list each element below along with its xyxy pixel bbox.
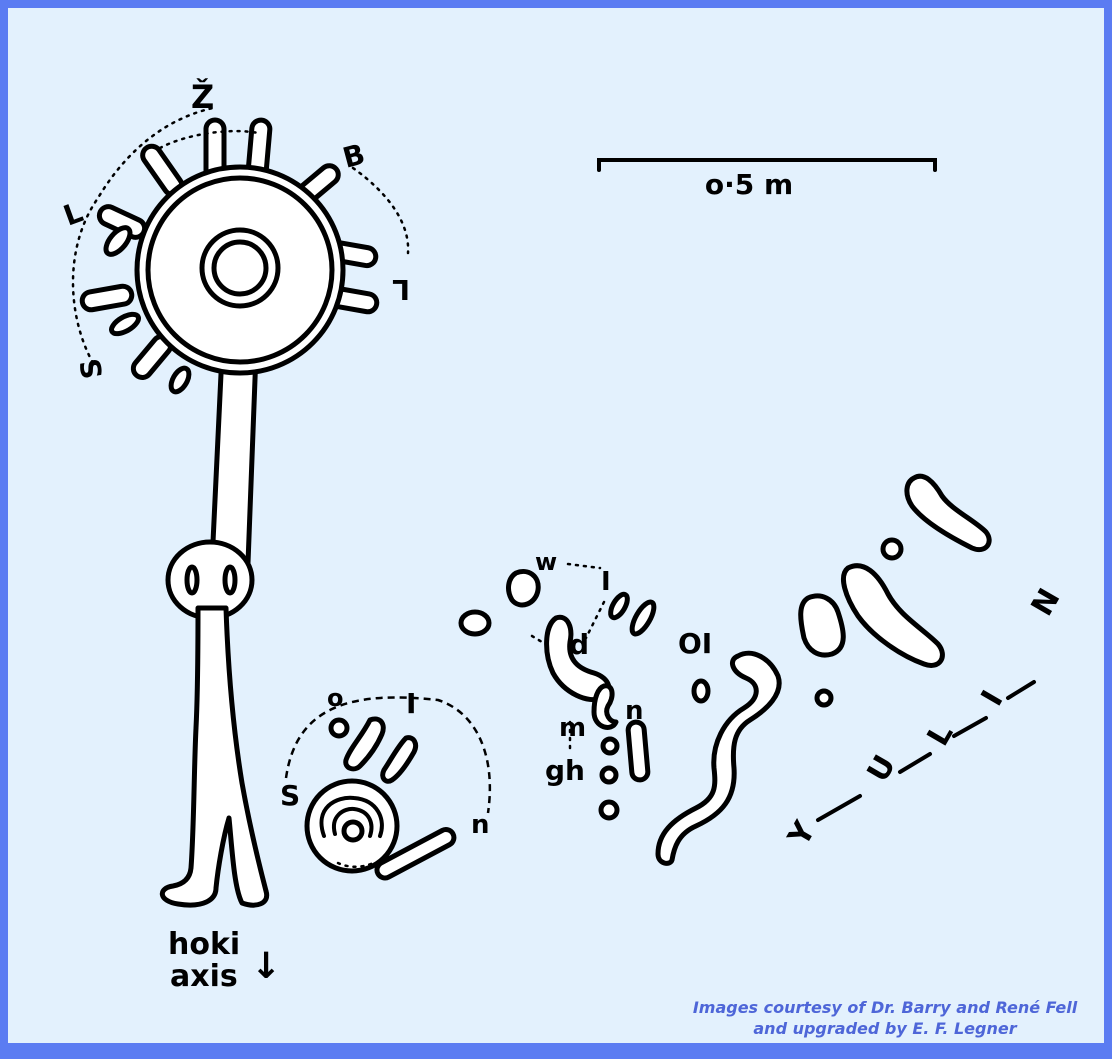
small-oval-left-upper: [103, 225, 133, 257]
w-blob: [506, 569, 541, 608]
credit-line-2: and upgraded by E. F. Legner: [753, 1019, 1017, 1038]
small-oval-bottom: [168, 365, 192, 395]
circle-right: [880, 537, 904, 561]
small-worm-left: [343, 716, 386, 772]
label-hoki: hoki: [168, 927, 240, 962]
pair-oval-right: [629, 599, 657, 637]
small-worm-right: [380, 735, 419, 784]
scale-bar-line: [597, 158, 937, 172]
scale-bar: o·5 m: [597, 158, 937, 201]
label-yulin-i: I: [975, 685, 1011, 712]
vertical-bar: [625, 719, 651, 783]
right-glyphs: [655, 473, 992, 866]
middle-glyphs: [458, 562, 711, 821]
label-d: d: [569, 628, 589, 661]
label-s-left: S: [73, 356, 109, 382]
label-yulin-u: U: [861, 749, 903, 788]
dot-3: [598, 799, 620, 821]
small-circle: [328, 717, 350, 739]
scale-bar-label: o·5 m: [705, 168, 793, 201]
yulin-dashes: [816, 680, 1036, 822]
label-l-right: L: [392, 273, 410, 306]
label-i-mid: I: [601, 567, 611, 597]
label-z-tilde: Ž: [191, 78, 214, 116]
dotted-arc-right: [351, 166, 410, 255]
label-n-mid: n: [625, 696, 644, 726]
figure-neck: [209, 350, 259, 566]
down-arrow-icon: ↓: [251, 946, 281, 987]
oval-left: [458, 609, 492, 637]
label-axis: axis: [170, 959, 238, 994]
spiral-arc-2: [331, 806, 374, 838]
long-serpent: [655, 650, 782, 866]
label-oi: OI: [678, 627, 712, 660]
waist-hole-left: [184, 564, 200, 596]
circle-low: [814, 688, 834, 708]
dot-1: [600, 736, 620, 756]
spiral-figure: [304, 716, 457, 881]
credit-line-1: Images courtesy of Dr. Barry and René Fe…: [693, 998, 1078, 1017]
spiral-center: [341, 819, 365, 843]
large-blob-right: [841, 563, 945, 668]
dot-2: [599, 765, 619, 785]
label-yulin-l: L: [921, 718, 961, 752]
label-yulin-n: N: [1025, 583, 1068, 622]
label-i-small: I: [406, 687, 416, 720]
n-hook: [591, 683, 619, 730]
sun-figure: [79, 117, 380, 908]
label-l-top-left: L: [59, 195, 87, 232]
label-b: B: [339, 137, 368, 174]
sun-ring-inner: [211, 239, 269, 297]
speckle: [530, 634, 544, 644]
figure-body: [159, 605, 270, 908]
dotted-i-d: [584, 600, 606, 640]
label-w: w: [535, 548, 557, 576]
small-oval-left-lower: [109, 311, 141, 337]
dotted-arc-top-inner: [158, 129, 260, 150]
label-s-small: S: [280, 779, 300, 812]
label-o-small: o: [327, 684, 344, 712]
oval-small: [691, 678, 711, 704]
dotted-arc-left: [71, 106, 215, 365]
label-m: m: [559, 713, 586, 743]
label-gh: gh: [545, 754, 585, 787]
waist-hole-right: [222, 564, 238, 596]
label-n-small: n: [471, 810, 490, 840]
dashed-arc-spiral: [284, 696, 492, 814]
spiral-dots: [336, 861, 375, 868]
large-blob-left: [798, 593, 846, 658]
spiral-arc-1: [319, 795, 384, 838]
spiral-streak: [374, 827, 457, 881]
petroglyph-diagram: o·5 m Ž B L L S o I S n w I d m n gh OI …: [59, 78, 1078, 1038]
dotted-w-i: [566, 562, 602, 570]
top-worm: [904, 473, 992, 552]
pair-oval-left: [608, 591, 630, 621]
